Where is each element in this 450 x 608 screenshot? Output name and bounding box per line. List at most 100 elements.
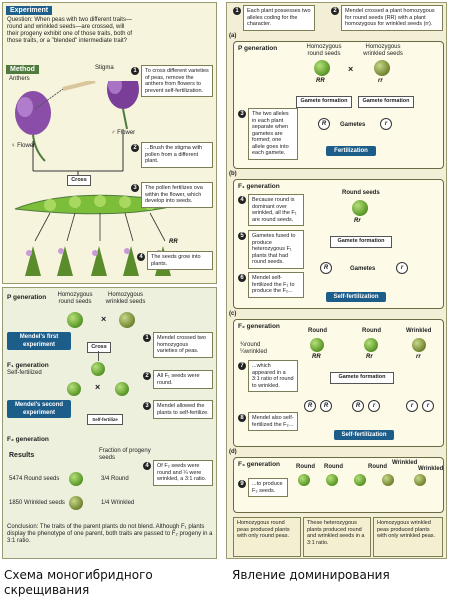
r-step-9-number: 9 xyxy=(238,480,246,488)
f1-generation-label: F₁ generation xyxy=(7,362,49,369)
self-fertilization-label: Self-fertilization xyxy=(326,292,386,302)
f3-round-1: Round xyxy=(296,464,315,470)
gamete-formation-2: Gamete formation xyxy=(358,96,414,108)
hom-round-label: Homozygous round seeds xyxy=(306,44,342,57)
self-fertilized-label: Self-fertilized xyxy=(7,370,42,376)
f2-gamete-4: r xyxy=(368,400,380,412)
gamete-R: R xyxy=(318,118,330,130)
round-result-pea-icon xyxy=(69,472,83,486)
gamete-formation-1: Gamete formation xyxy=(296,96,352,108)
experiment-panel: Experiment Question: When peas with two … xyxy=(2,2,217,284)
conclusion-text: Conclusion: The traits of the parent pla… xyxy=(7,524,213,544)
gametes-label-2: Gametes xyxy=(350,266,376,272)
ratio-label: ¾round ¼wrinkled xyxy=(240,342,268,355)
brush-icon xyxy=(62,81,96,91)
r-step-6-text: Mendel self-fertilized the F₁ to produce… xyxy=(248,272,304,298)
anthers-label: Anthers xyxy=(9,76,30,82)
wrinkled-result-pea-icon xyxy=(69,496,83,510)
p-cross-symbol: × xyxy=(348,64,354,74)
method-tag: Method xyxy=(6,65,39,74)
fraction-round: 3/4 Round xyxy=(101,476,129,482)
gametes-label: Gametes xyxy=(340,122,366,128)
f2-geno-rr: rr xyxy=(416,354,421,360)
f2-gamete-3: R xyxy=(352,400,364,412)
lb-step-1-text: Mendel crossed two homozygous varieties … xyxy=(153,332,213,358)
p-round-pea-icon xyxy=(314,60,330,76)
mendels-second-experiment: Mendel's second experiment xyxy=(7,400,71,418)
f3-wrinkled-2: Wrinkled xyxy=(418,466,444,472)
lb-step-3-text: Mendel allowed the plants to self-fertil… xyxy=(153,400,213,419)
step-3-text: The pollen fertilizes ova within the flo… xyxy=(141,182,213,208)
lb-step-1-number: 1 xyxy=(143,334,151,342)
wrinkled-pea-icon xyxy=(119,312,135,328)
step-2-text: ...Brush the stigma with pollen from a d… xyxy=(141,142,213,168)
step-1-number: 1 xyxy=(131,67,139,75)
f2-round-1: Round xyxy=(308,328,327,334)
top-box-1: Each plant possesses two alleles coding … xyxy=(243,5,315,31)
mendels-first-experiment: Mendel's first experiment xyxy=(7,332,71,350)
step-4-number: 4 xyxy=(137,253,145,261)
question-text: Question: When peas with two different t… xyxy=(7,17,133,44)
f2-pea-rr-icon xyxy=(412,338,426,352)
left-caption: Схема моногибридного скрещивания xyxy=(4,568,153,597)
f1-pea-icon-2 xyxy=(67,382,81,396)
bottom-box-2: These heterozygous plants produced round… xyxy=(303,517,371,557)
f2-gamete-2: R xyxy=(320,400,332,412)
gamete-r-2: r xyxy=(396,262,408,274)
f1-generation-box: F₁ generation Round seeds Rr 4 Because r… xyxy=(233,179,444,309)
lb-step-2-number: 2 xyxy=(143,372,151,380)
cross-symbol: × xyxy=(101,314,107,324)
stigma-label: Stigma xyxy=(95,65,114,71)
top-box-2: Mendel crossed a plant homozygous for ro… xyxy=(341,5,443,31)
homozygous-round-label: Homozygous round seeds xyxy=(57,292,93,305)
label-a: (a) xyxy=(229,33,237,39)
step-1-text: To cross different varieties of peas, re… xyxy=(141,65,213,97)
fraction-header: Fraction of progeny seeds xyxy=(99,448,151,461)
dominance-panel: 1 Each plant possesses two alleles codin… xyxy=(226,2,447,559)
r-step-8-number: 8 xyxy=(238,414,246,422)
p-generation-box: P generation Homozygous round seeds Homo… xyxy=(233,41,444,169)
f3-round-2: Round xyxy=(324,464,343,470)
f2-round-2: Round xyxy=(362,328,381,334)
r-step-5-number: 5 xyxy=(238,232,246,240)
f3-generation-box: F₃ generation Round Round Round Wrinkled… xyxy=(233,457,444,513)
generations-panel: P generation Homozygous round seeds Homo… xyxy=(2,287,217,559)
f3-round-3: Round xyxy=(368,464,387,470)
f2-gamete-5: r xyxy=(406,400,418,412)
f2-geno-Rr: Rr xyxy=(366,354,373,360)
f1-round-pea-icon xyxy=(352,200,368,216)
fraction-wrinkled: 1/4 Wrinkled xyxy=(101,500,135,506)
fertilization-label: Fertilization xyxy=(326,146,376,156)
f3-pea-5-icon xyxy=(414,474,426,486)
r-step-8-text: Mendel also self-fertilized the F₂... xyxy=(248,412,298,431)
hom-wrinkled-label: Homozygous wrinkled seeds xyxy=(363,44,403,57)
rr-label: RR xyxy=(169,239,178,245)
step-2-number: 2 xyxy=(131,144,139,152)
lb-step-4-number: 4 xyxy=(143,462,151,470)
step-3-number: 3 xyxy=(131,184,139,192)
label-b: (b) xyxy=(229,171,237,177)
r-step-7-number: 7 xyxy=(238,362,246,370)
f2-generation-label: F₂ generation xyxy=(7,436,49,443)
homozygous-wrinkled-label: Homozygous wrinkled seeds xyxy=(105,292,146,305)
lb-step-3-number: 3 xyxy=(143,402,151,410)
f1-pea-icon xyxy=(91,362,105,376)
p-wrinkled-pea-icon xyxy=(374,60,390,76)
cross-symbol-2: × xyxy=(95,382,101,392)
f3-pea-3-icon xyxy=(354,474,366,486)
r-step-4-text: Because round is dominant over wrinkled,… xyxy=(248,194,304,226)
p-generation-label: P generation xyxy=(7,294,47,301)
round-pea-icon xyxy=(67,312,83,328)
r-step-2-number: 2 xyxy=(331,7,339,15)
f2-pea-RR-icon xyxy=(310,338,324,352)
self-fertilization-label-2: Self-fertilization xyxy=(334,430,394,440)
f2-gamete-6: r xyxy=(422,400,434,412)
f3-pea-2-icon xyxy=(326,474,338,486)
r-step-3-text: The two alleles in each plant separate w… xyxy=(248,108,298,160)
step-4-text: The seeds grow into plants. xyxy=(147,251,213,270)
wrinkled-count: 1850 Wrinkled seeds xyxy=(9,500,65,506)
right-caption: Явление доминирования xyxy=(232,568,390,582)
f3-pea-1-icon xyxy=(298,474,310,486)
gamete-formation-3: Gamete formation xyxy=(330,236,392,248)
f3-pea-4-icon xyxy=(382,474,394,486)
